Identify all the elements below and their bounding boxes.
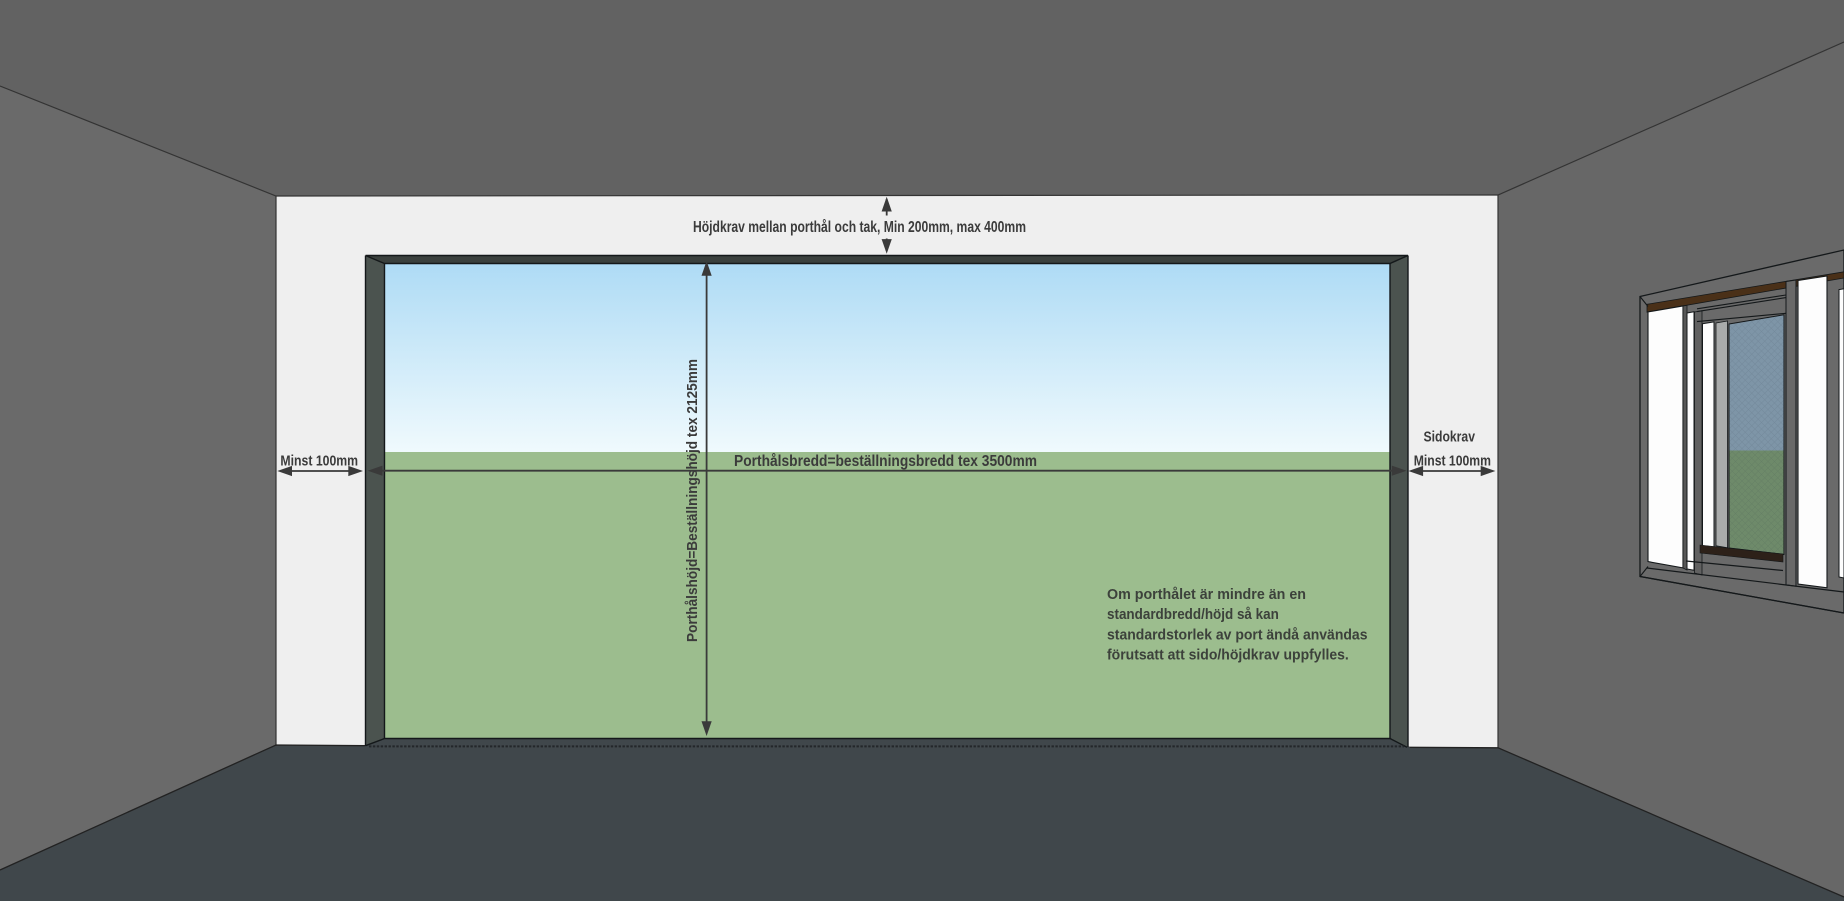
svg-text:Porthålshöjd=Beställningshöjd: Porthålshöjd=Beställningshöjd tex 2125mm xyxy=(684,359,701,642)
svg-text:Minst 100mm: Minst 100mm xyxy=(1414,452,1491,469)
svg-text:Sidokrav: Sidokrav xyxy=(1424,428,1476,445)
svg-text:standardbredd/höjd så kan: standardbredd/höjd så kan xyxy=(1107,607,1279,623)
svg-text:Porthålsbredd=beställningsbred: Porthålsbredd=beställningsbredd tex 3500… xyxy=(734,453,1037,470)
svg-text:förutsatt att sido/höjdkrav up: förutsatt att sido/höjdkrav uppfylles. xyxy=(1107,648,1349,664)
svg-text:Minst 100mm: Minst 100mm xyxy=(280,453,358,470)
svg-text:Om porthålet är mindre än en: Om porthålet är mindre än en xyxy=(1107,587,1306,603)
svg-text:Höjdkrav mellan porthål och ta: Höjdkrav mellan porthål och tak, Min 200… xyxy=(693,219,1026,236)
svg-text:standardstorlek av port ändå a: standardstorlek av port ändå användas xyxy=(1107,627,1368,643)
